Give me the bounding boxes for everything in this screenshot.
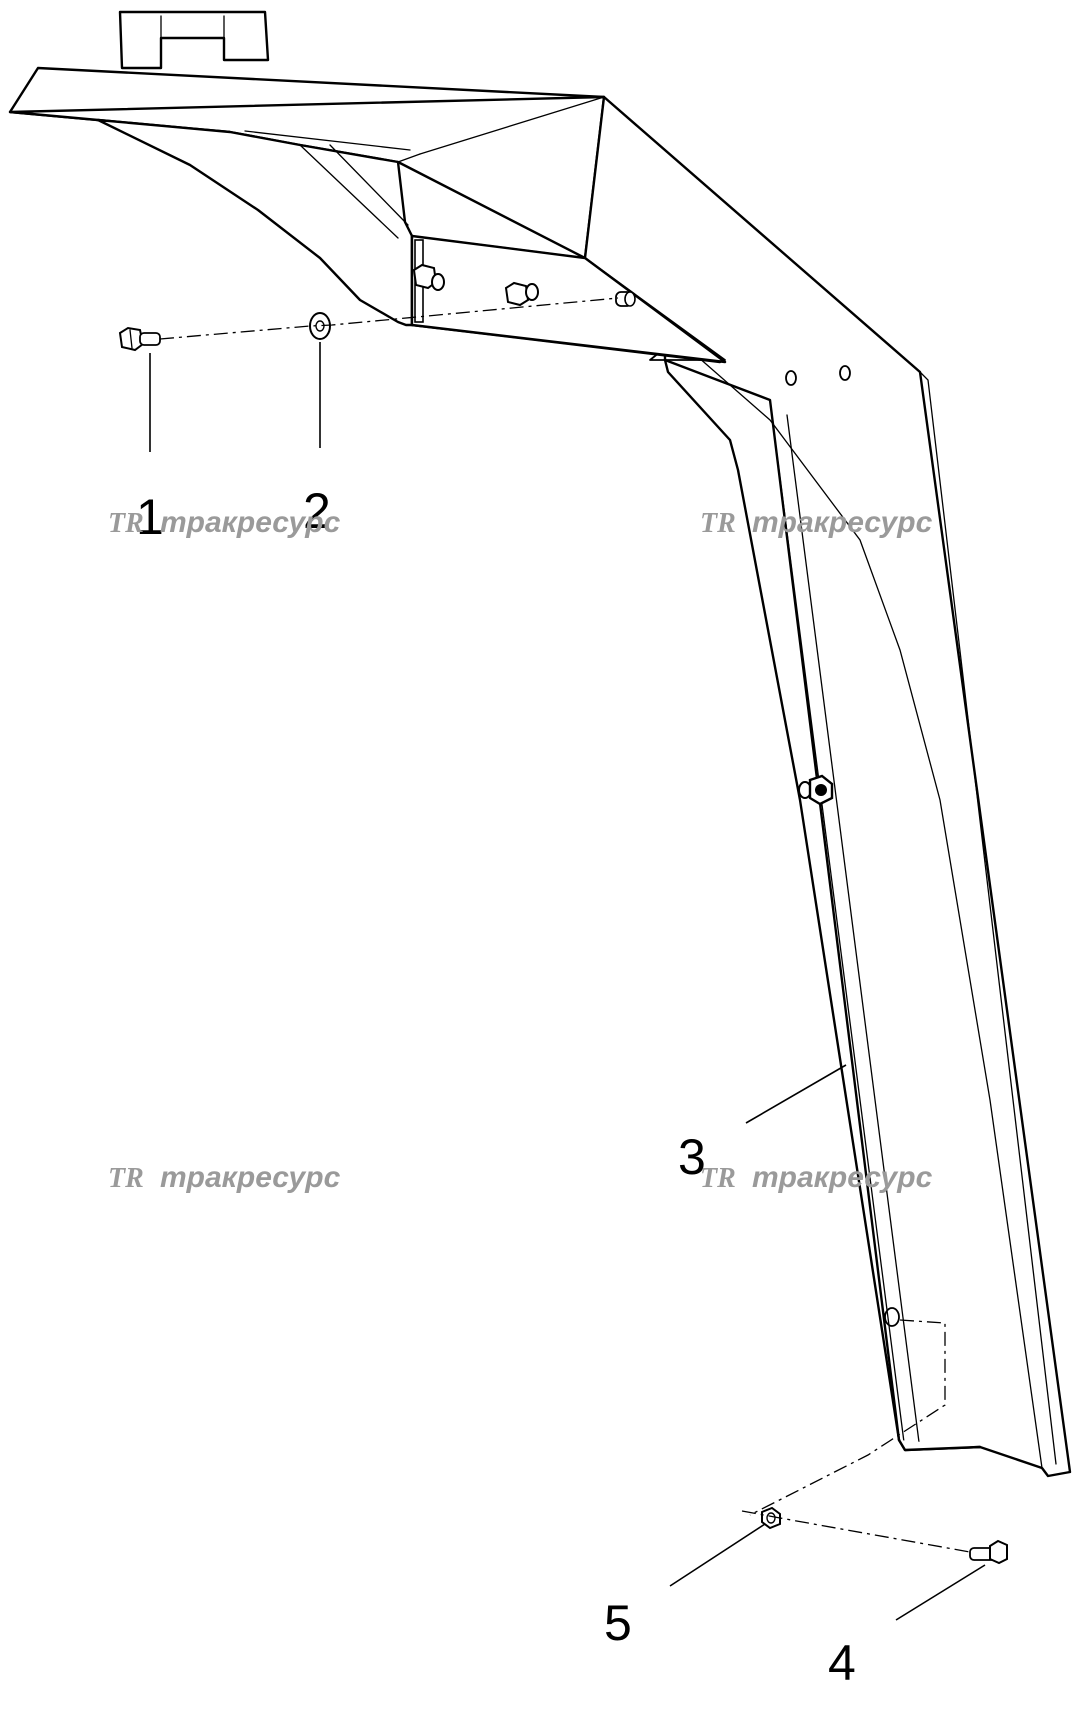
- callout-2: 2: [303, 483, 331, 539]
- leader-line-3: [745, 1064, 847, 1124]
- callout-5: 5: [604, 1595, 632, 1651]
- watermark: TR тракресурс: [700, 506, 933, 539]
- callout-4: 4: [828, 1635, 856, 1691]
- watermark: TR тракресурс: [108, 1161, 341, 1194]
- watermark-logo: TR: [700, 508, 736, 539]
- bolt-end: [615, 291, 636, 307]
- callout-1: 1: [136, 489, 164, 545]
- bolt-head: [504, 281, 539, 307]
- leader-line-4: [895, 1564, 986, 1621]
- watermark-text: тракресурс: [160, 506, 341, 539]
- leader-line-5: [669, 1523, 766, 1587]
- watermark-text: тракресурс: [752, 1161, 933, 1194]
- watermark: TR тракресурс: [108, 506, 341, 539]
- part-washer-2: [309, 312, 331, 340]
- bolt-head: [412, 263, 445, 291]
- fender-bolt: [798, 774, 834, 806]
- part-bolt-4: [969, 1539, 1008, 1565]
- watermark-logo: TR: [700, 1163, 736, 1194]
- callout-3: 3: [678, 1129, 706, 1185]
- watermark-logo: TR: [108, 1163, 144, 1194]
- part-bolt-1: [118, 326, 161, 352]
- watermark-text: тракресурс: [160, 1161, 341, 1194]
- part-nut-5: [761, 1506, 781, 1530]
- upper-bracket: [8, 10, 606, 327]
- watermark-logo: TR: [108, 508, 144, 539]
- watermark-text: тракресурс: [752, 506, 933, 539]
- axis-line-lower: [741, 1510, 971, 1553]
- bracket-bolts: [412, 263, 834, 806]
- axis-line-upper: [159, 297, 619, 340]
- watermark: TR тракресурс: [700, 1161, 933, 1194]
- fender-panel: [410, 95, 1072, 1516]
